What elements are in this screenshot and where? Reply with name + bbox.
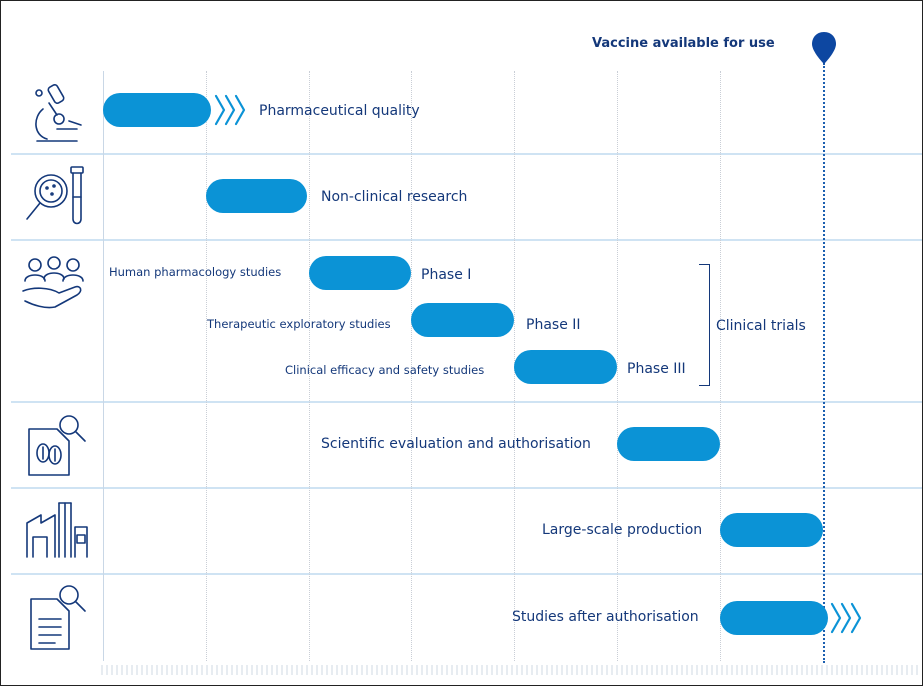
study-label: Therapeutic exploratory studies (207, 317, 391, 331)
row-divider (11, 153, 922, 155)
stage-label: Studies after authorisation (512, 609, 699, 625)
stage-label: Large-scale production (542, 522, 703, 538)
stage-label: Pharmaceutical quality (259, 103, 420, 119)
phase-label: Phase III (627, 361, 686, 377)
stage-bar (103, 93, 211, 127)
phase-label: Phase II (526, 317, 581, 333)
clinical-trials-bracket (699, 264, 710, 386)
phase-bar (514, 350, 617, 384)
grid-line (309, 71, 310, 661)
stage-label: Scientific evaluation and authorisation (321, 436, 591, 452)
petri-dish-test-tube-icon (26, 166, 84, 225)
stage-bar (720, 513, 823, 547)
row-divider (11, 573, 922, 575)
phase-label: Phase I (421, 267, 472, 283)
factory-icon (26, 502, 88, 558)
study-label: Clinical efficacy and safety studies (285, 363, 485, 377)
tick-ruler (101, 665, 918, 675)
microscope-icon (35, 84, 82, 142)
chevrons-right-icon (830, 602, 862, 634)
chevrons-right-icon (214, 94, 246, 126)
timeline-axis (103, 71, 104, 661)
grid-line (617, 71, 618, 661)
vaccine-available-line (823, 63, 825, 663)
stage-bar (617, 427, 720, 461)
stage-label: Non-clinical research (321, 189, 468, 205)
location-pin-icon (812, 32, 836, 64)
stage-bar (720, 601, 828, 635)
phase-bar (309, 256, 411, 290)
stage-label: Clinical trials (716, 318, 806, 334)
row-divider (11, 239, 922, 241)
row-divider (11, 487, 922, 489)
stage-bar (206, 179, 307, 213)
people-hand-icon (22, 256, 84, 309)
row-divider (11, 401, 922, 403)
document-magnifier-icon (28, 415, 86, 476)
phase-bar (411, 303, 514, 337)
grid-line (206, 71, 207, 661)
milestone-label: Vaccine available for use (592, 36, 775, 51)
grid-line (720, 71, 721, 661)
grid-line (411, 71, 412, 661)
study-label: Human pharmacology studies (109, 265, 282, 279)
clipboard-magnifier-icon (30, 585, 86, 650)
